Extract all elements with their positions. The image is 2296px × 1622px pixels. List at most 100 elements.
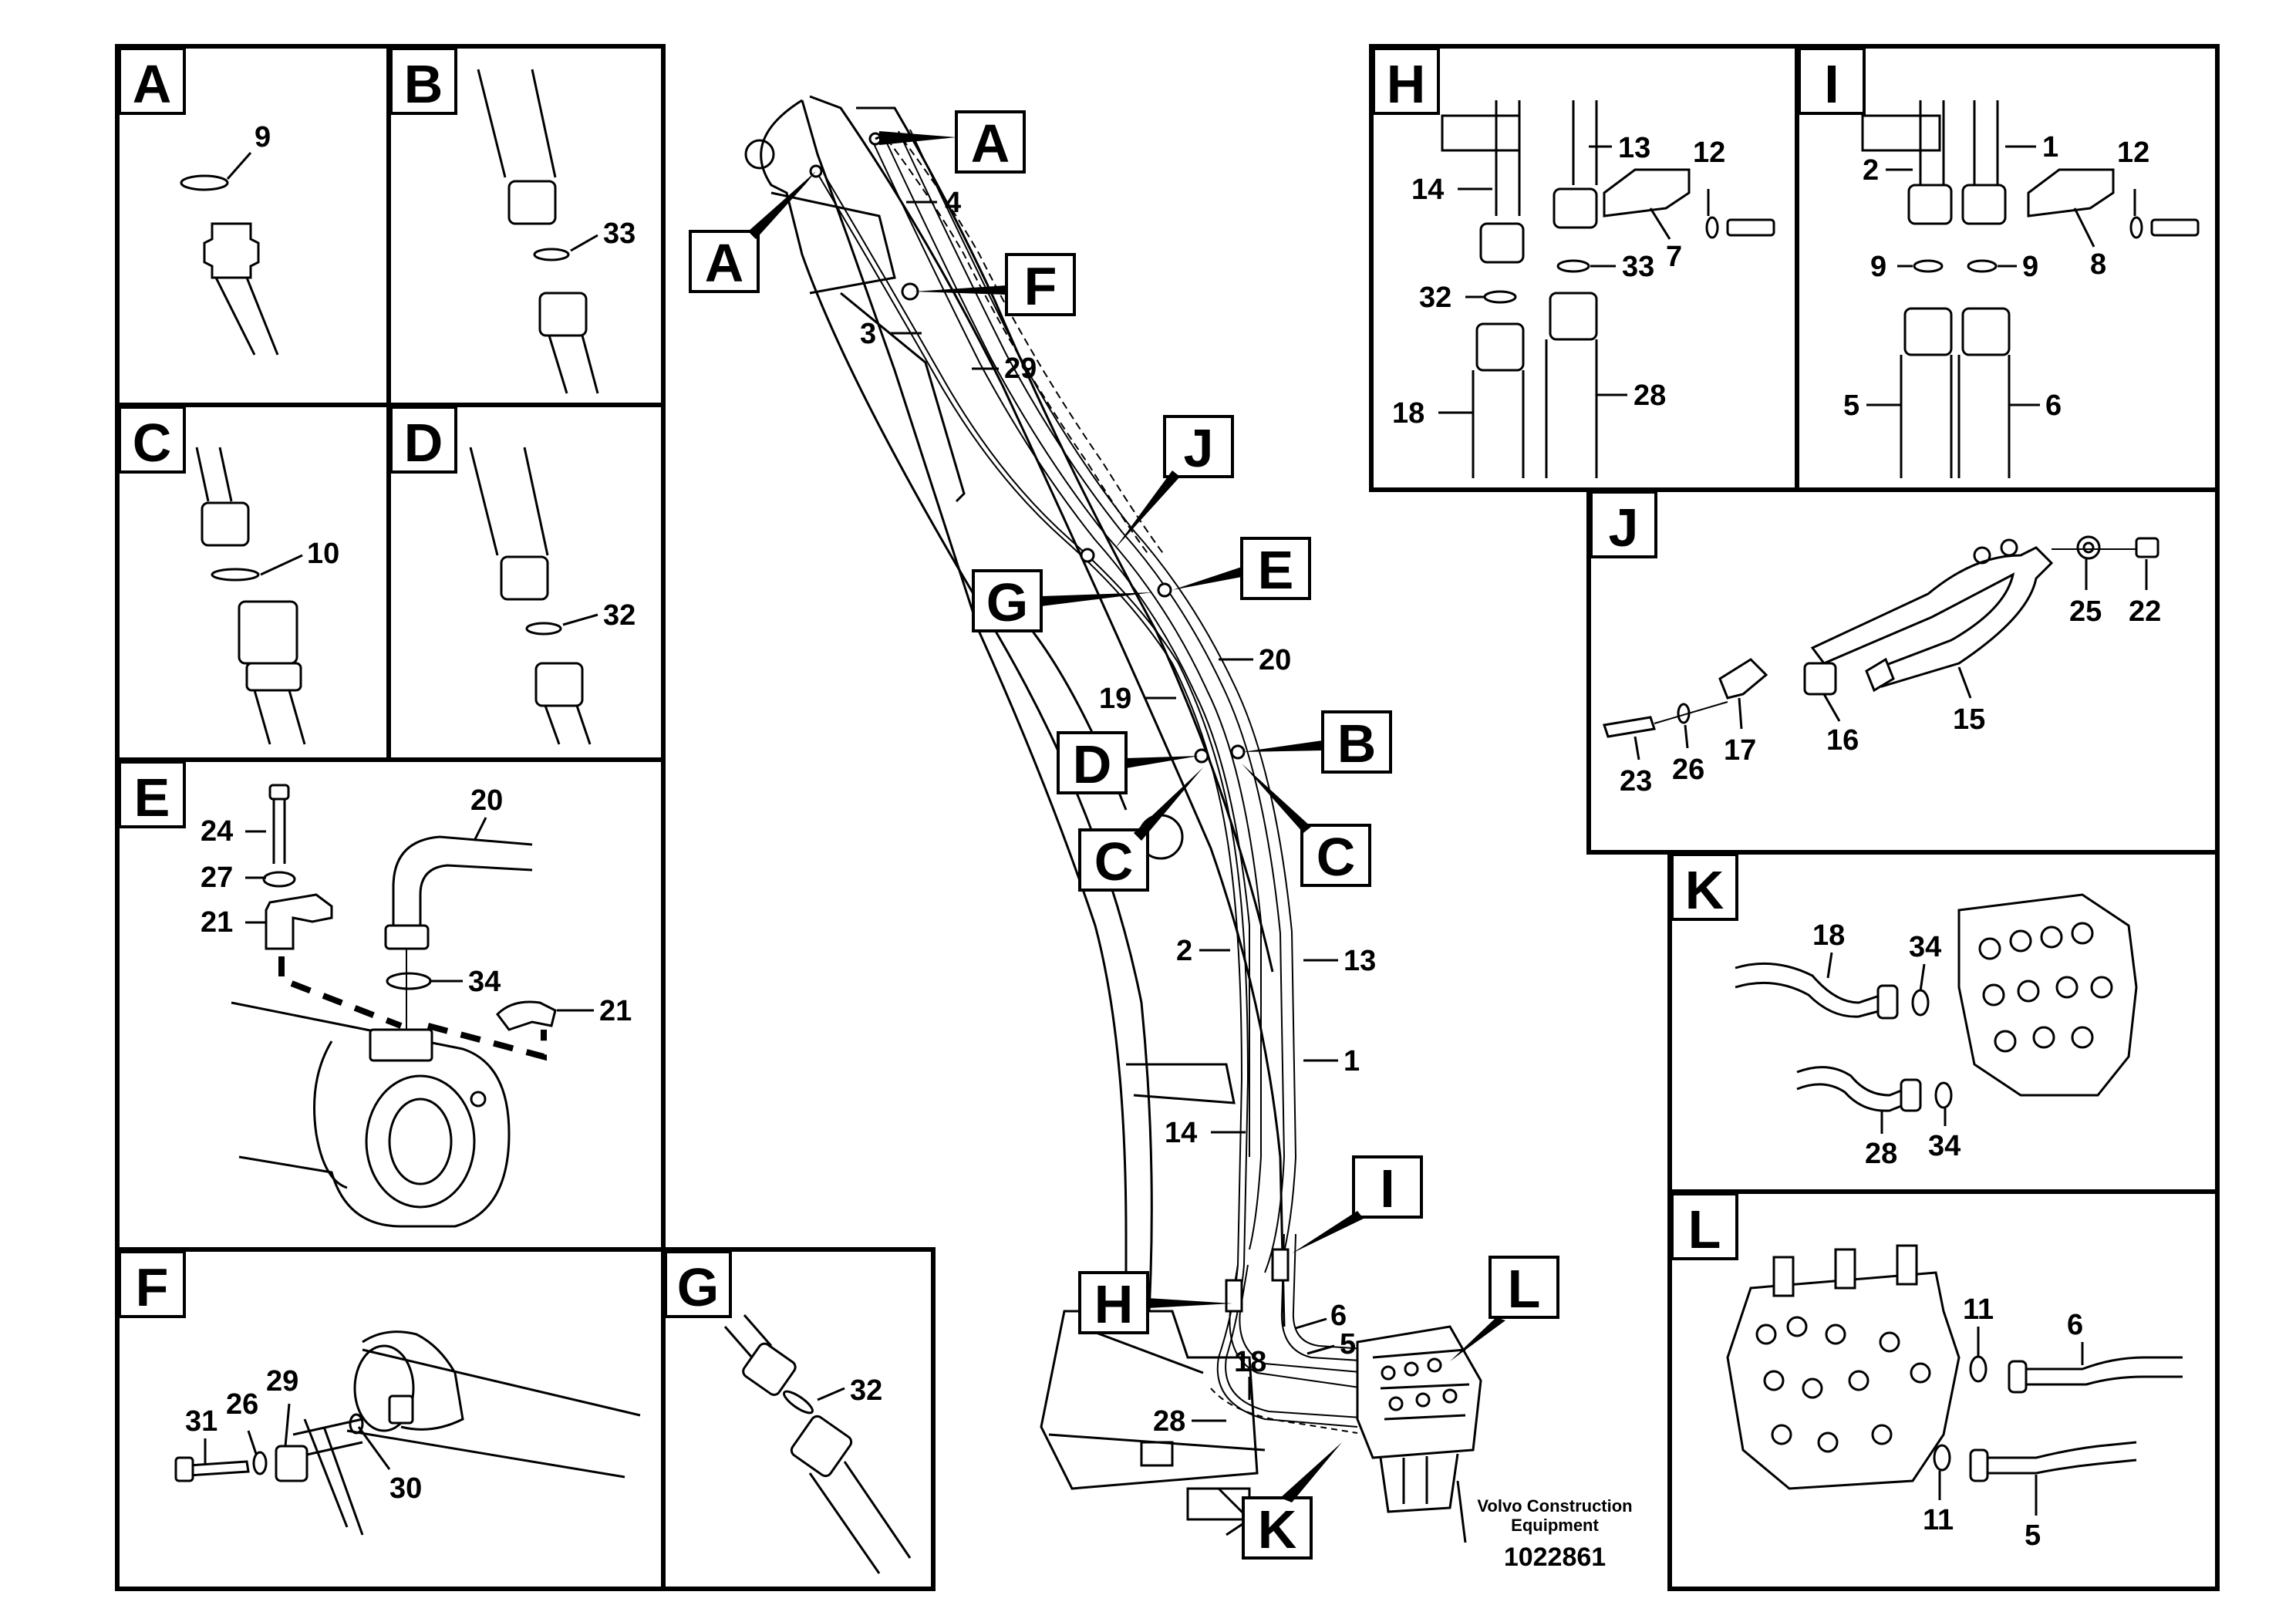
- callout-j: J: [1184, 418, 1214, 478]
- part-2-main: 2: [1176, 935, 1192, 967]
- part-13: 13: [1618, 132, 1650, 164]
- part-26-j: 26: [1672, 754, 1704, 786]
- part-6-l: 6: [2067, 1309, 2083, 1341]
- part-5-main: 5: [1340, 1328, 1356, 1361]
- callout-h: H: [1094, 1274, 1134, 1334]
- panel-a: A 9: [115, 44, 391, 407]
- document-number: 1022861: [1504, 1543, 1606, 1572]
- panel-c-label: C: [133, 413, 172, 473]
- panel-k: K 34 18 28 34: [1667, 850, 2220, 1194]
- part-21b: 21: [599, 995, 632, 1027]
- callout-b: B: [1337, 713, 1377, 774]
- callout-d: D: [1073, 734, 1112, 794]
- part-2: 2: [1863, 154, 1879, 187]
- callout-l: L: [1508, 1259, 1541, 1319]
- part-18: 18: [1392, 397, 1424, 430]
- part-22: 22: [2129, 595, 2161, 628]
- callout-a-left: A: [705, 233, 744, 293]
- part-32-h: 32: [1419, 282, 1451, 314]
- caption-company: Volvo Construction: [1477, 1496, 1632, 1516]
- panel-d: D 32: [386, 403, 666, 762]
- part-28: 28: [1633, 379, 1666, 412]
- panel-a-label: A: [133, 54, 172, 114]
- part-25: 25: [2069, 595, 2102, 628]
- part-13-main: 13: [1344, 945, 1376, 977]
- part-34: 34: [468, 966, 501, 998]
- part-9a: 9: [1870, 251, 1886, 283]
- part-33: 33: [603, 218, 636, 250]
- caption: Volvo Construction Equipment 1022861: [1477, 1496, 1632, 1572]
- part-26: 26: [226, 1388, 258, 1421]
- panel-l-label: L: [1688, 1199, 1721, 1259]
- part-5: 5: [1843, 389, 1859, 422]
- part-34-k-top: 34: [1909, 931, 1941, 963]
- panel-k-label: K: [1685, 860, 1725, 920]
- panel-f-label: F: [136, 1257, 169, 1317]
- callout-a-top: A: [971, 113, 1010, 174]
- part-10: 10: [307, 538, 339, 570]
- panel-c: C 10: [115, 403, 391, 762]
- part-9: 9: [255, 121, 271, 153]
- callout-c-left: C: [1094, 831, 1134, 892]
- panel-g: G 32: [661, 1247, 936, 1591]
- part-28-main: 28: [1153, 1405, 1185, 1438]
- panel-e: E 24 27 21 20 34 21: [115, 757, 666, 1252]
- callout-k: K: [1258, 1499, 1297, 1560]
- panel-f: F 30 31 26 29: [115, 1247, 666, 1591]
- main-callouts: A A F J E G B D C C I H: [689, 110, 1559, 1560]
- part-14: 14: [1411, 174, 1444, 206]
- part-27: 27: [201, 862, 233, 894]
- part-33-h: 33: [1622, 251, 1654, 283]
- part-8: 8: [2090, 248, 2106, 281]
- part-23: 23: [1620, 765, 1652, 798]
- part-31: 31: [185, 1405, 217, 1438]
- part-18-k: 18: [1812, 919, 1845, 952]
- part-1: 1: [2042, 131, 2058, 164]
- panel-l: L 11 6 11 5: [1667, 1189, 2220, 1591]
- part-11-top: 11: [1963, 1293, 1994, 1326]
- part-12-h: 12: [1693, 137, 1725, 169]
- panel-j: J 25 22 15 16 17 23 26: [1586, 487, 2220, 855]
- panel-e-label: E: [134, 767, 170, 828]
- part-15: 15: [1953, 703, 1985, 736]
- panel-b-label: B: [404, 54, 443, 114]
- panel-h-label: H: [1387, 54, 1426, 114]
- part-17: 17: [1724, 734, 1756, 767]
- part-32-g: 32: [850, 1374, 882, 1407]
- panel-g-label: G: [677, 1257, 719, 1317]
- part-28-k: 28: [1865, 1138, 1897, 1170]
- panel-d-label: D: [404, 413, 443, 473]
- part-24: 24: [201, 815, 233, 848]
- part-18-main: 18: [1234, 1346, 1266, 1378]
- panel-j-label: J: [1609, 497, 1639, 558]
- part-30: 30: [389, 1472, 422, 1505]
- panel-b: B 33: [386, 44, 666, 407]
- part-19: 19: [1099, 683, 1131, 715]
- caption-equipment: Equipment: [1511, 1516, 1599, 1535]
- part-6-main: 6: [1330, 1300, 1347, 1332]
- panel-i: I 1 12 2 8 9 9 5 6: [1795, 44, 2220, 492]
- part-14-main: 14: [1165, 1117, 1197, 1149]
- part-34-k-bottom: 34: [1928, 1130, 1961, 1162]
- callout-i: I: [1380, 1158, 1394, 1219]
- part-32: 32: [603, 599, 636, 632]
- part-1-main: 1: [1344, 1045, 1360, 1077]
- part-7: 7: [1666, 241, 1682, 273]
- part-3: 3: [860, 318, 876, 350]
- part-6: 6: [2045, 389, 2062, 422]
- callout-f: F: [1024, 256, 1057, 316]
- part-29: 29: [266, 1365, 298, 1398]
- callout-g: G: [986, 572, 1028, 632]
- part-9b: 9: [2022, 251, 2038, 283]
- main-part-numbers: 4 3 29 20 19 2 13 1 14 6 5 18 28: [860, 187, 1376, 1438]
- part-11-bottom: 11: [1923, 1504, 1954, 1536]
- panel-i-label: I: [1824, 54, 1839, 114]
- part-20: 20: [470, 784, 503, 817]
- callout-c-right: C: [1317, 827, 1356, 887]
- callout-e: E: [1258, 540, 1294, 600]
- part-21: 21: [201, 906, 233, 939]
- panel-h: H 13 12 14 7 33 32 18 28: [1369, 44, 1799, 492]
- part-5-l: 5: [2025, 1519, 2041, 1552]
- part-4: 4: [945, 187, 961, 219]
